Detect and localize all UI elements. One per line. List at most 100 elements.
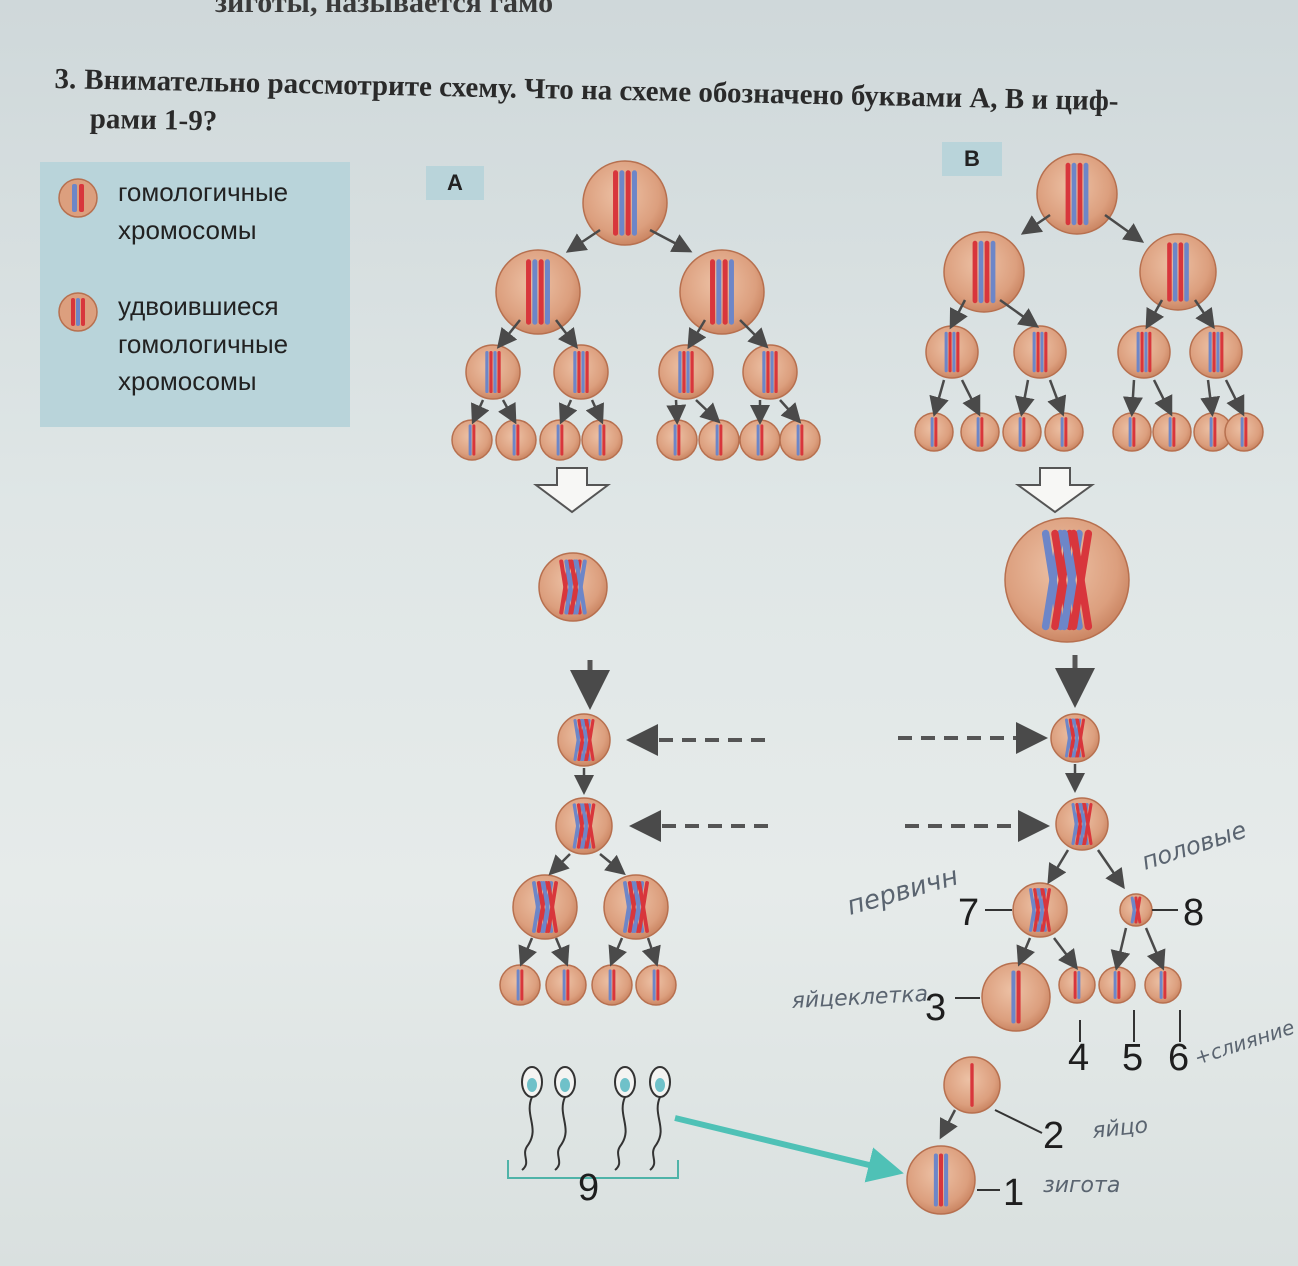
handwriting-zigota: зигота: [1043, 1173, 1120, 1198]
cell-egg-2: [943, 1056, 1001, 1114]
arrow: [585, 399, 604, 425]
cell-b-oogonium: [1224, 412, 1264, 452]
cell-b-oogonium: [1152, 412, 1192, 452]
label-4: 4: [1068, 1037, 1089, 1079]
arrow: [1144, 927, 1166, 971]
arrow: [1122, 379, 1143, 417]
arrow: [559, 399, 578, 425]
cell-b-division-2: [1117, 325, 1171, 379]
arrow: [779, 399, 802, 424]
cell-a-meiosis-stage: [557, 713, 611, 767]
label-2: 2: [1043, 1115, 1064, 1157]
arrow: [649, 228, 693, 253]
cell-a-spermatogonium: [581, 419, 623, 461]
arrow: [498, 399, 517, 425]
cell-b-oogonium: [1112, 412, 1152, 452]
arrow: [641, 937, 661, 967]
cell-b-division-2: [1013, 325, 1067, 379]
arrows-layer: [471, 213, 1245, 1140]
handwriting-yaytso: яйцо: [1091, 1113, 1149, 1144]
legend-label-doubled: удвоившиеся гомологичные хромосомы: [118, 291, 289, 397]
hollow-arrow-b: [1014, 467, 1096, 514]
cells-layer: [451, 153, 1264, 1215]
arrow: [1145, 299, 1165, 330]
cell-a-spermatid: [499, 964, 541, 1006]
arrow: [695, 399, 721, 424]
sperm-cell: [554, 1066, 576, 1171]
label-5: 5: [1122, 1037, 1143, 1079]
sperm-bracket: [507, 1160, 679, 1179]
handwriting-pervichn: первичн: [844, 861, 962, 921]
cell-a-spermatid: [545, 964, 587, 1006]
arrow: [960, 379, 981, 417]
sperm-cell: [521, 1066, 543, 1171]
cell-b-egg-3: [981, 962, 1051, 1032]
sperm-cell: [649, 1066, 671, 1171]
cell-b-primordial: [1036, 153, 1118, 235]
cell-b-oogonium: [1002, 412, 1042, 452]
handwriting-sliyanie: +слияние: [1191, 1015, 1297, 1070]
arrow: [608, 937, 627, 967]
arrow: [739, 319, 769, 349]
cell-b-division-2: [925, 325, 979, 379]
cell-a-spermatogonium: [539, 419, 581, 461]
cell-a-spermatogonium: [656, 419, 698, 461]
cell-a-spermatogonium: [739, 419, 781, 461]
arrow: [1053, 937, 1078, 970]
tag-b: В: [942, 142, 1002, 176]
cell-b-meiosis-stage: [1050, 713, 1100, 763]
cell-a-division-1: [679, 249, 765, 335]
arrow: [939, 1109, 958, 1140]
cell-a-secondary-spermatocyte: [603, 874, 669, 940]
hollow-arrow-a: [533, 467, 611, 514]
handwriting-polovye: половые: [1138, 816, 1250, 876]
cell-a-division-2: [553, 344, 609, 400]
cell-b-polar-body-8: [1119, 893, 1153, 927]
handwriting-yaytsekletka: яйцеклетка: [791, 982, 929, 1014]
cell-b-oogonium: [914, 412, 954, 452]
arrow: [1200, 379, 1221, 417]
cell-zygote-1: [906, 1145, 976, 1215]
doubled-cell-icon: [58, 292, 98, 332]
arrow: [471, 399, 490, 425]
sperm-cell: [614, 1066, 636, 1171]
arrow: [1016, 937, 1035, 967]
arrow: [565, 228, 601, 253]
cell-a-primordial: [582, 160, 668, 246]
label-6: 6: [1168, 1037, 1189, 1079]
arrow: [518, 937, 537, 967]
arrow: [1047, 379, 1067, 417]
label-leader-lines: [955, 909, 1181, 1191]
cell-a-division-2: [742, 344, 798, 400]
top-text-fragment: зиготы, называется гамо: [215, 0, 554, 19]
cell-b-primary-oocyte-growth: [1004, 517, 1130, 643]
legend: гомологичные хромосомы удвоившиеся гомол…: [40, 162, 350, 427]
sperm-group: [521, 1066, 671, 1171]
arrow: [1224, 379, 1245, 417]
cell-b-secondary-oocyte-7: [1012, 882, 1068, 938]
arrow: [551, 937, 570, 967]
cell-b-oogonium: [960, 412, 1000, 452]
legend-item-homologous: гомологичные хромосомы: [58, 174, 318, 249]
cell-a-spermatogonium: [779, 419, 821, 461]
homologous-cell-icon: [58, 178, 98, 218]
cell-a-division-2: [658, 344, 714, 400]
arrow: [1014, 379, 1035, 417]
arrow: [496, 319, 521, 349]
arrow: [548, 853, 571, 876]
cell-b-meiosis-stage: [1055, 797, 1109, 851]
cell-b-polar-body-4: [1058, 966, 1096, 1004]
arrow: [1110, 927, 1131, 971]
cell-a-spermatogonium: [451, 419, 493, 461]
cell-a-secondary-spermatocyte: [512, 874, 578, 940]
legend-label-homologous: гомологичные хромосомы: [118, 177, 289, 245]
cell-b-division-1: [943, 231, 1025, 313]
label-8: 8: [1183, 892, 1204, 934]
cell-a-spermatid: [591, 964, 633, 1006]
arrow: [1152, 379, 1173, 417]
cell-b-polar-body-5: [1098, 966, 1136, 1004]
cell-a-spermatogonium: [698, 419, 740, 461]
arrow: [1047, 849, 1070, 885]
arrow: [599, 853, 626, 876]
